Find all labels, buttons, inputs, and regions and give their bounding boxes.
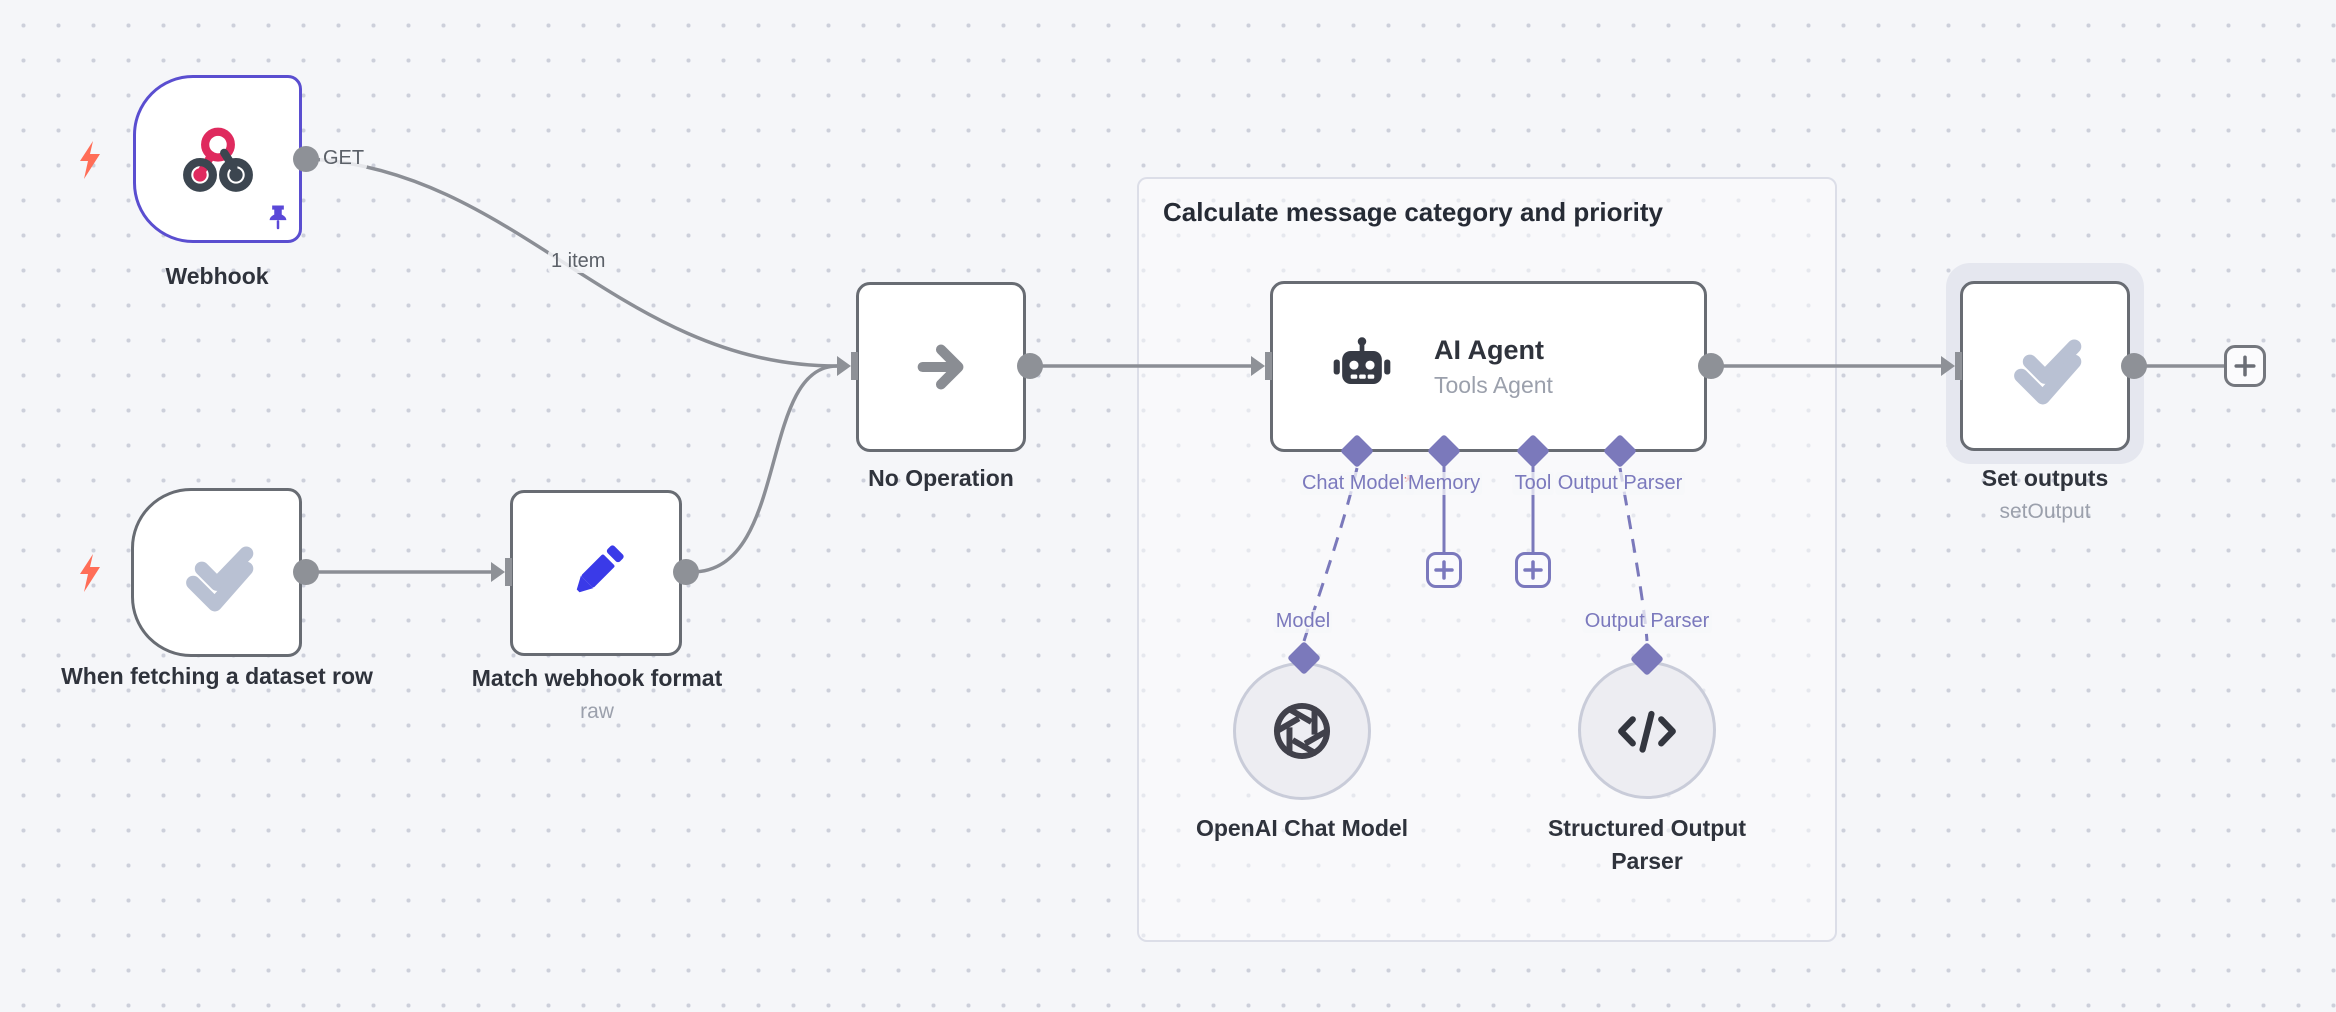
code-icon [1618, 710, 1676, 753]
dataset-trigger-label: When fetching a dataset row [61, 663, 373, 689]
plus-icon [2234, 355, 2256, 377]
webhook-label: Webhook [165, 263, 269, 289]
add-node-button[interactable] [2224, 345, 2266, 387]
group-title: Calculate message category and priority [1163, 197, 1663, 227]
node-ai-agent[interactable]: AI Agent Tools Agent [1270, 281, 1707, 452]
webhook-method-badge: GET [320, 147, 368, 170]
node-openai-chat-model[interactable] [1233, 662, 1371, 800]
agent-input-port[interactable] [1251, 352, 1272, 380]
agent-port-label-memory: Memory [1405, 472, 1483, 495]
noop-output-endpoint[interactable] [1017, 353, 1043, 379]
webhook-icon [182, 127, 253, 192]
setoutputs-output-endpoint[interactable] [2121, 353, 2147, 379]
webhook-output-endpoint[interactable] [293, 146, 319, 172]
add-memory-button[interactable] [1426, 552, 1462, 588]
add-tool-button[interactable] [1515, 552, 1551, 588]
node-dataset-trigger[interactable] [131, 488, 302, 657]
node-structured-output-parser[interactable] [1578, 661, 1716, 799]
match-format-label: Match webhook format [471, 665, 723, 691]
set-outputs-subtitle: setOutput [1999, 500, 2091, 523]
noop-input-port[interactable] [837, 352, 858, 380]
no-operation-label: No Operation [868, 465, 1014, 491]
agent-port-label-tool: Tool [1512, 472, 1554, 495]
ai-agent-title: AI Agent [1434, 334, 1544, 365]
edge-agent-to-openai[interactable] [1302, 467, 1359, 642]
parser-port-label: Output Parser [1582, 610, 1712, 633]
agent-port-label-chat-model: Chat Model* [1299, 472, 1415, 495]
openai-chat-model-label: OpenAI Chat Model [1195, 815, 1409, 841]
agent-output-endpoint[interactable] [1698, 353, 1724, 379]
trigger-bolt-icon [80, 141, 100, 179]
arrow-right-icon [917, 344, 964, 390]
ai-agent-subtitle: Tools Agent [1434, 371, 1553, 398]
node-no-operation[interactable] [856, 282, 1026, 452]
edge-match-to-noop[interactable] [691, 364, 838, 574]
node-match-format[interactable] [510, 490, 682, 656]
match-output-endpoint[interactable] [673, 559, 699, 585]
structured-output-parser-label: Structured Output Parser [1547, 815, 1747, 874]
pencil-icon [576, 545, 624, 593]
plus-icon [1434, 560, 1454, 580]
edge-items-count: 1 item [548, 250, 609, 273]
node-set-outputs[interactable] [1960, 281, 2130, 451]
openai-port-label: Model [1273, 610, 1333, 633]
trigger-bolt-icon [80, 554, 100, 592]
match-format-subtitle: raw [580, 700, 614, 723]
node-webhook[interactable] [133, 75, 302, 243]
pin-icon [269, 205, 287, 230]
match-input-port[interactable] [491, 558, 512, 586]
dataset-output-endpoint[interactable] [293, 559, 319, 585]
setoutputs-input-port[interactable] [1941, 352, 1962, 380]
double-check-icon [2014, 339, 2082, 405]
double-check-icon [185, 545, 253, 611]
agent-port-label-output-parser: Output Parser [1555, 472, 1685, 495]
set-outputs-label: Set outputs [1981, 465, 2109, 491]
openai-icon [1273, 703, 1331, 759]
robot-icon [1333, 336, 1391, 384]
plus-icon [1523, 560, 1543, 580]
